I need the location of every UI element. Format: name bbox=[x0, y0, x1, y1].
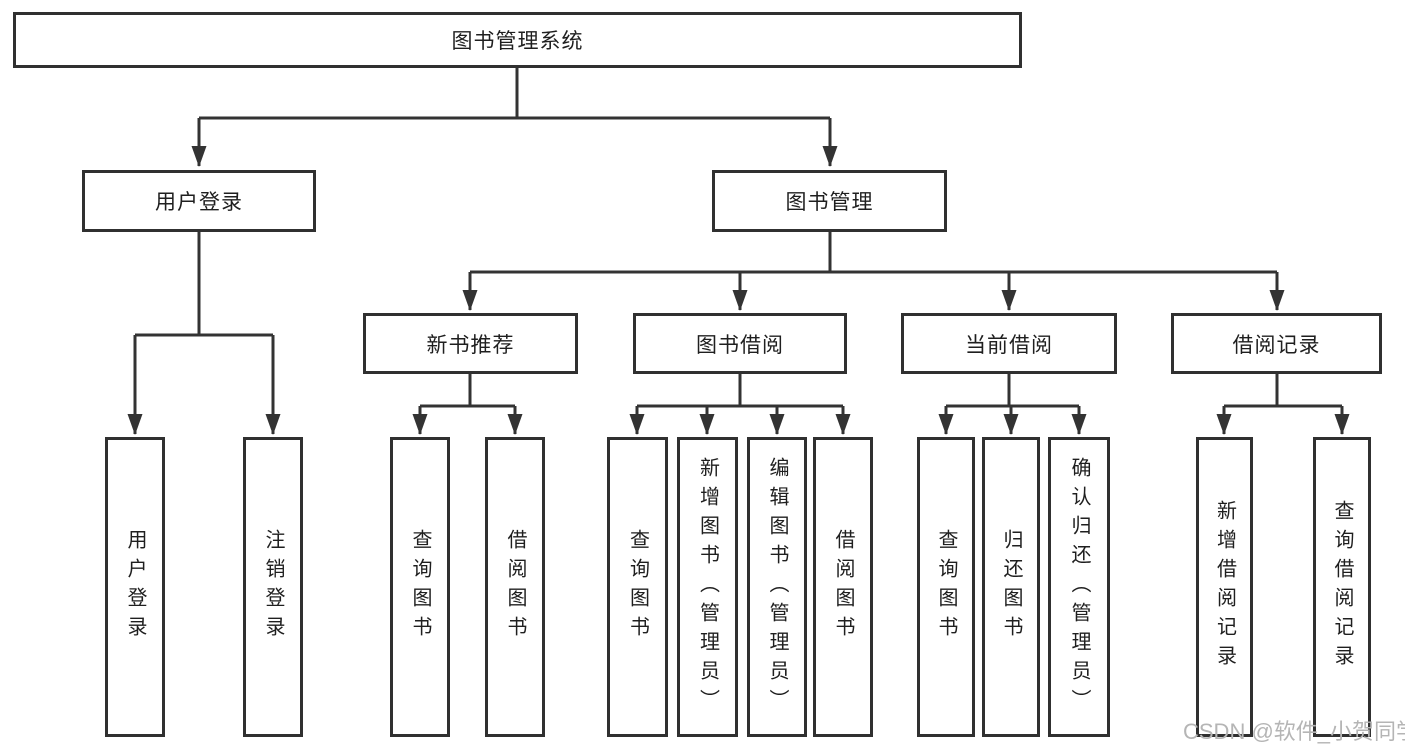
leaf-label: 查询图书 bbox=[409, 529, 431, 645]
leaf-borrow-edit-admin: 编辑图书（管理员） bbox=[747, 437, 807, 737]
leaf-borrow-add-admin: 新增图书（管理员） bbox=[677, 437, 738, 737]
csdn-watermark: CSDN @软件_小贺同学 bbox=[1183, 719, 1405, 744]
node-user-login: 用户登录 bbox=[82, 170, 316, 232]
leaf-newbook-borrow: 借阅图书 bbox=[485, 437, 545, 737]
leaf-label: 编辑图书（管理员） bbox=[766, 456, 788, 718]
node-borrow-records: 借阅记录 bbox=[1171, 313, 1382, 374]
leaf-label: 新增借阅记录 bbox=[1213, 500, 1236, 674]
node-book-management: 图书管理 bbox=[712, 170, 947, 232]
leaf-current-confirm-admin: 确认归还（管理员） bbox=[1048, 437, 1110, 737]
leaf-borrow-book: 借阅图书 bbox=[813, 437, 873, 737]
leaf-borrow-query: 查询图书 bbox=[607, 437, 668, 737]
leaf-label: 查询图书 bbox=[626, 529, 649, 645]
node-new-book-recommend: 新书推荐 bbox=[363, 313, 578, 374]
leaf-label: 确认归还（管理员） bbox=[1068, 456, 1090, 718]
leaf-user-login: 用户登录 bbox=[105, 437, 165, 737]
leaf-label: 用户登录 bbox=[124, 529, 146, 645]
node-current-borrow: 当前借阅 bbox=[901, 313, 1117, 374]
node-root-system: 图书管理系统 bbox=[13, 12, 1022, 68]
leaf-label: 借阅图书 bbox=[504, 529, 526, 645]
leaf-label: 借阅图书 bbox=[832, 529, 854, 645]
leaf-label: 查询图书 bbox=[935, 529, 957, 645]
leaf-label: 新增图书（管理员） bbox=[696, 456, 719, 718]
leaf-current-return: 归还图书 bbox=[982, 437, 1040, 737]
leaf-current-query: 查询图书 bbox=[917, 437, 975, 737]
leaf-label: 注销登录 bbox=[262, 529, 284, 645]
leaf-record-add: 新增借阅记录 bbox=[1196, 437, 1253, 737]
leaf-label: 归还图书 bbox=[1000, 529, 1022, 645]
leaf-logout: 注销登录 bbox=[243, 437, 303, 737]
node-book-borrow: 图书借阅 bbox=[633, 313, 847, 374]
leaf-record-query: 查询借阅记录 bbox=[1313, 437, 1371, 737]
leaf-newbook-query: 查询图书 bbox=[390, 437, 450, 737]
leaf-label: 查询借阅记录 bbox=[1331, 500, 1353, 674]
